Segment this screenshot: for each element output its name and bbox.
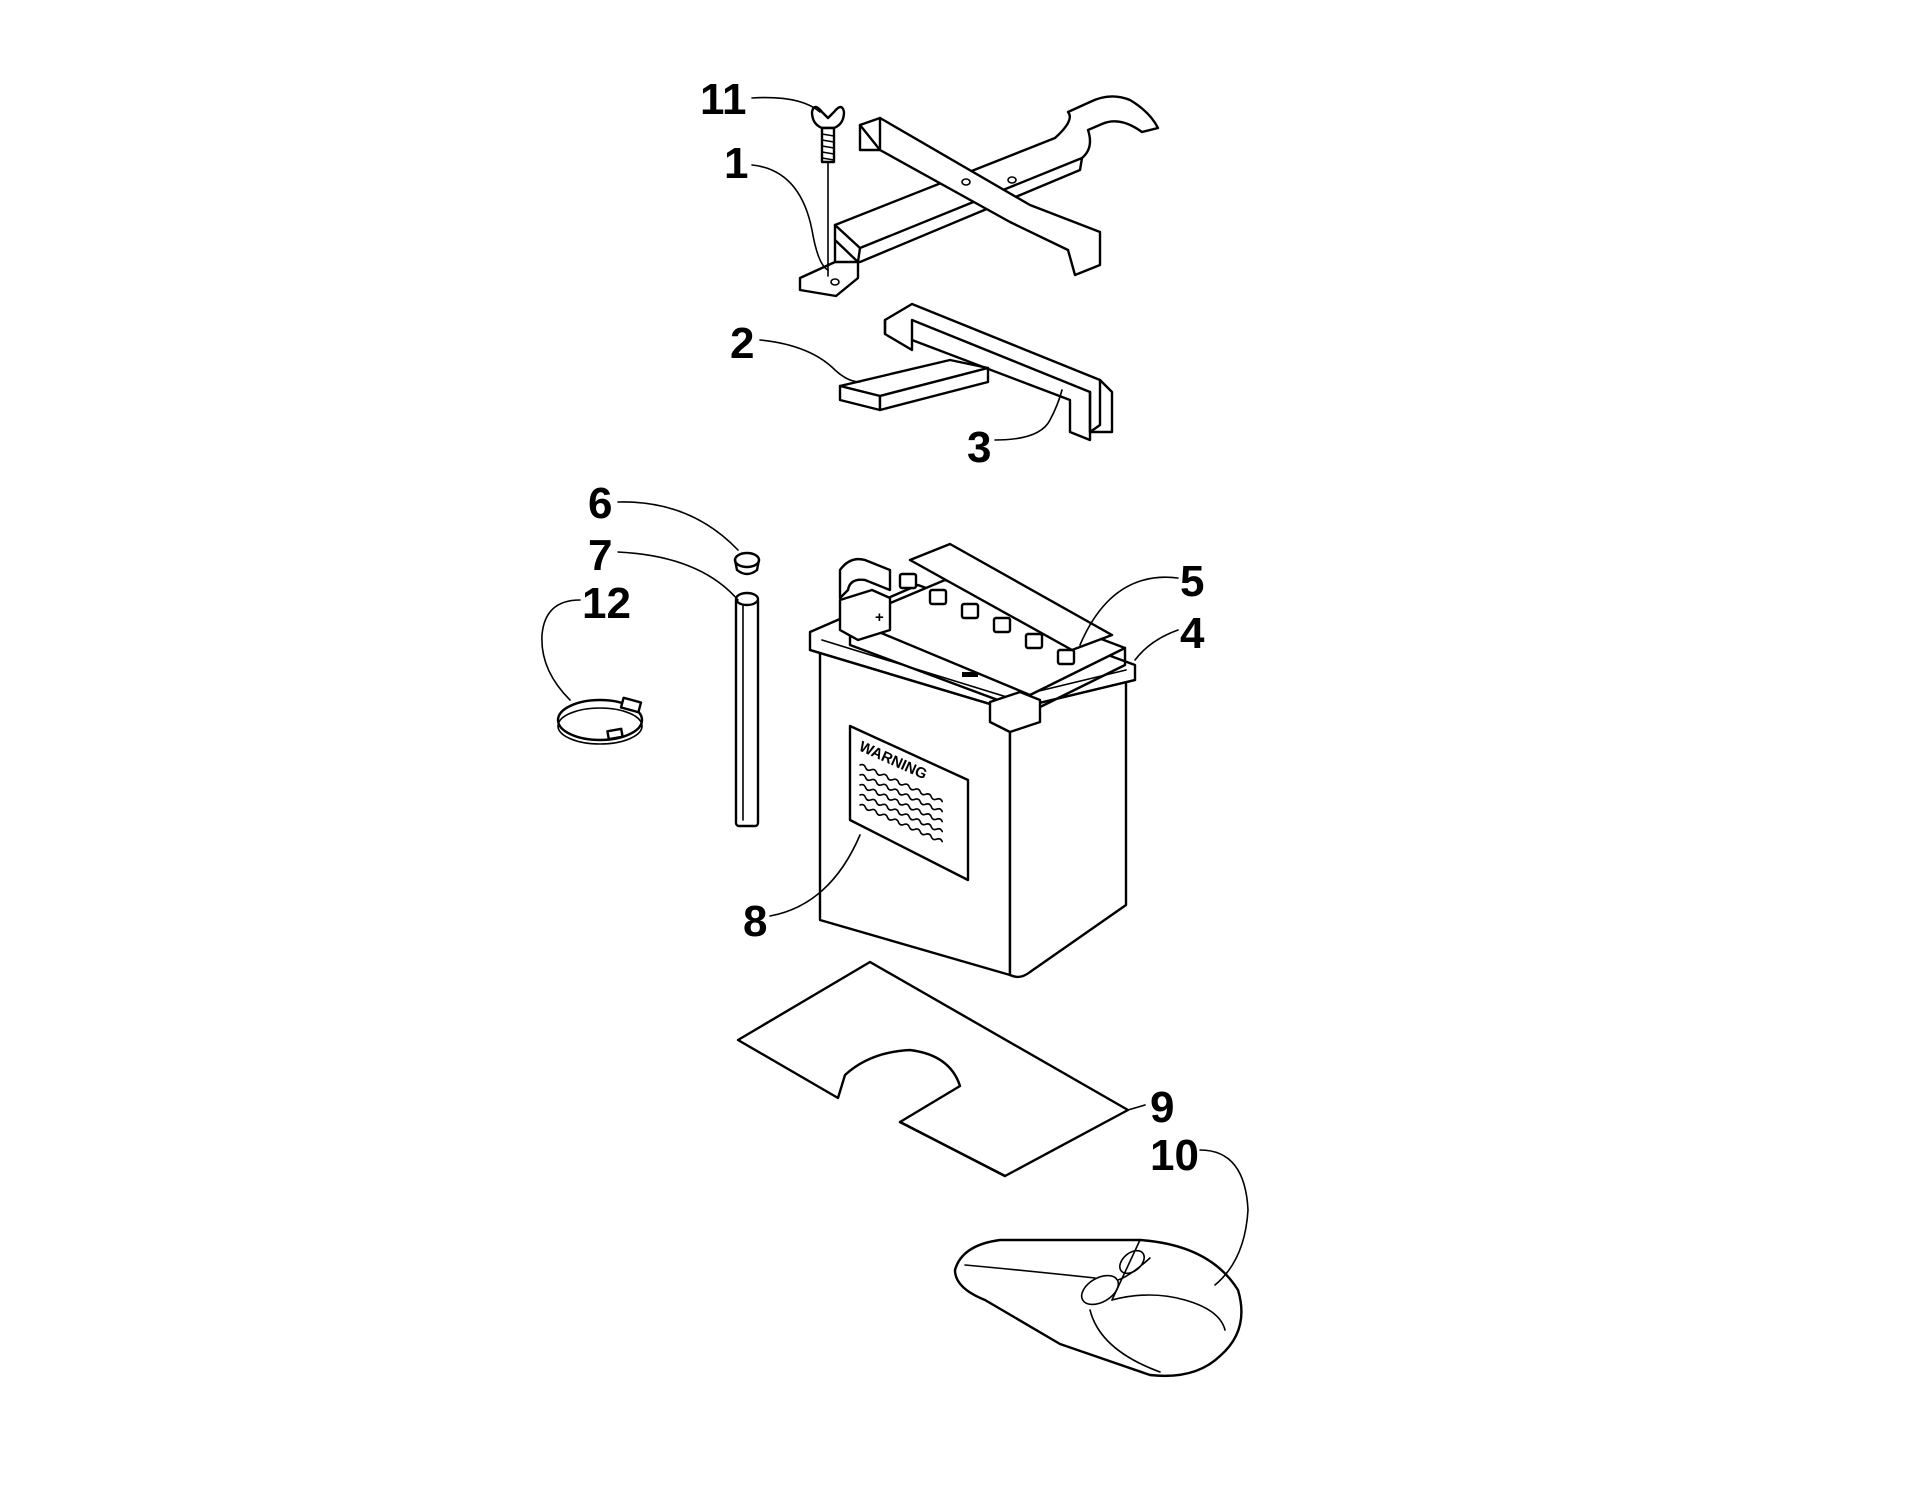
callout-4: 4 bbox=[1180, 609, 1205, 658]
callout-numbers: 11 1 2 3 4 5 6 7 8 9 10 12 bbox=[582, 75, 1205, 1180]
callout-8: 8 bbox=[743, 897, 767, 946]
callout-3: 3 bbox=[967, 423, 991, 472]
callout-7: 7 bbox=[588, 531, 612, 580]
callout-9: 9 bbox=[1150, 1083, 1174, 1132]
part-6-vent-cap bbox=[733, 551, 761, 576]
callout-6: 6 bbox=[588, 479, 612, 528]
leader-lines bbox=[541, 96, 1249, 1286]
terminal-positive-mark: + bbox=[875, 609, 884, 626]
callout-1: 1 bbox=[724, 139, 748, 188]
part-2-pad bbox=[838, 358, 990, 412]
part-12-clamp-ring bbox=[556, 696, 644, 745]
part-7-vent-tube bbox=[734, 591, 760, 828]
callout-5: 5 bbox=[1180, 557, 1204, 606]
part-3-channel-bracket bbox=[883, 302, 1114, 442]
callout-11: 11 bbox=[700, 75, 747, 124]
part-9-battery-mat bbox=[736, 960, 1130, 1178]
part-10-storage-bag bbox=[953, 1238, 1243, 1377]
part-4-battery: + bbox=[808, 542, 1137, 979]
part-1-hold-down-bracket bbox=[798, 95, 1160, 298]
callout-10: 10 bbox=[1150, 1131, 1199, 1180]
callout-12: 12 bbox=[582, 579, 631, 628]
callout-2: 2 bbox=[730, 319, 754, 368]
